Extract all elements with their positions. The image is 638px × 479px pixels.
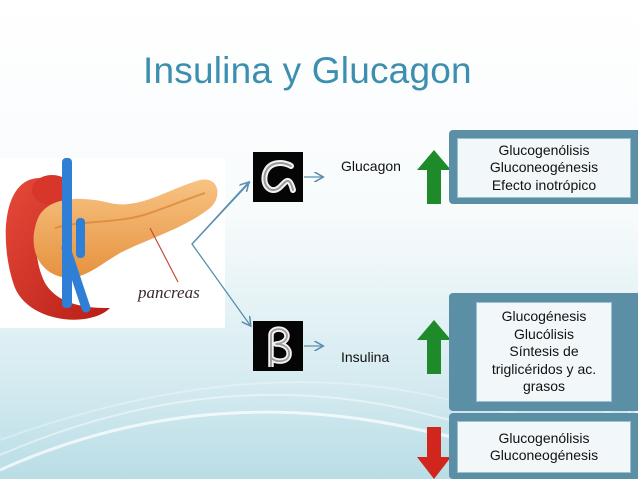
beta-icon (268, 326, 292, 367)
insulina-up-arrow-icon (417, 320, 451, 374)
beta-symbol (253, 321, 303, 371)
pancreas-label: pancreas (138, 283, 200, 302)
effect-line: Síntesis de (509, 343, 579, 360)
effect-line: Glucogenólisis (498, 141, 590, 158)
glucagon-label: Glucagon (341, 158, 401, 174)
pancreas-illustration (0, 158, 225, 328)
insulina-label: Insulina (341, 349, 390, 365)
glucagon-up-arrow-icon (417, 150, 451, 204)
insulina-down-arrow-icon (417, 427, 451, 479)
page-title: Insulina y Glucagon (143, 50, 472, 91)
effect-line: Glucogenólisis (498, 429, 590, 446)
insulina-up-effects-box: Glucogénesis Glucólisis Síntesis de trig… (476, 302, 612, 402)
effect-line: triglicéridos y ac. (491, 360, 597, 377)
effect-line: grasos (522, 378, 566, 395)
insulina-down-effects-box: Glucogenólisis Gluconeogénesis (457, 421, 631, 473)
alpha-icon (261, 160, 296, 194)
effect-line: Gluconeogénesis (489, 447, 599, 463)
alpha-symbol (253, 152, 303, 202)
glucagon-effects-box: Glucogenólisis Gluconeogénesis Efecto in… (457, 138, 631, 198)
effect-line: Glucólisis (514, 325, 574, 342)
effect-line: Gluconeogénesis (489, 159, 599, 176)
effect-line: Efecto inotrópico (491, 176, 597, 193)
effect-line: Glucogénesis (501, 308, 587, 325)
